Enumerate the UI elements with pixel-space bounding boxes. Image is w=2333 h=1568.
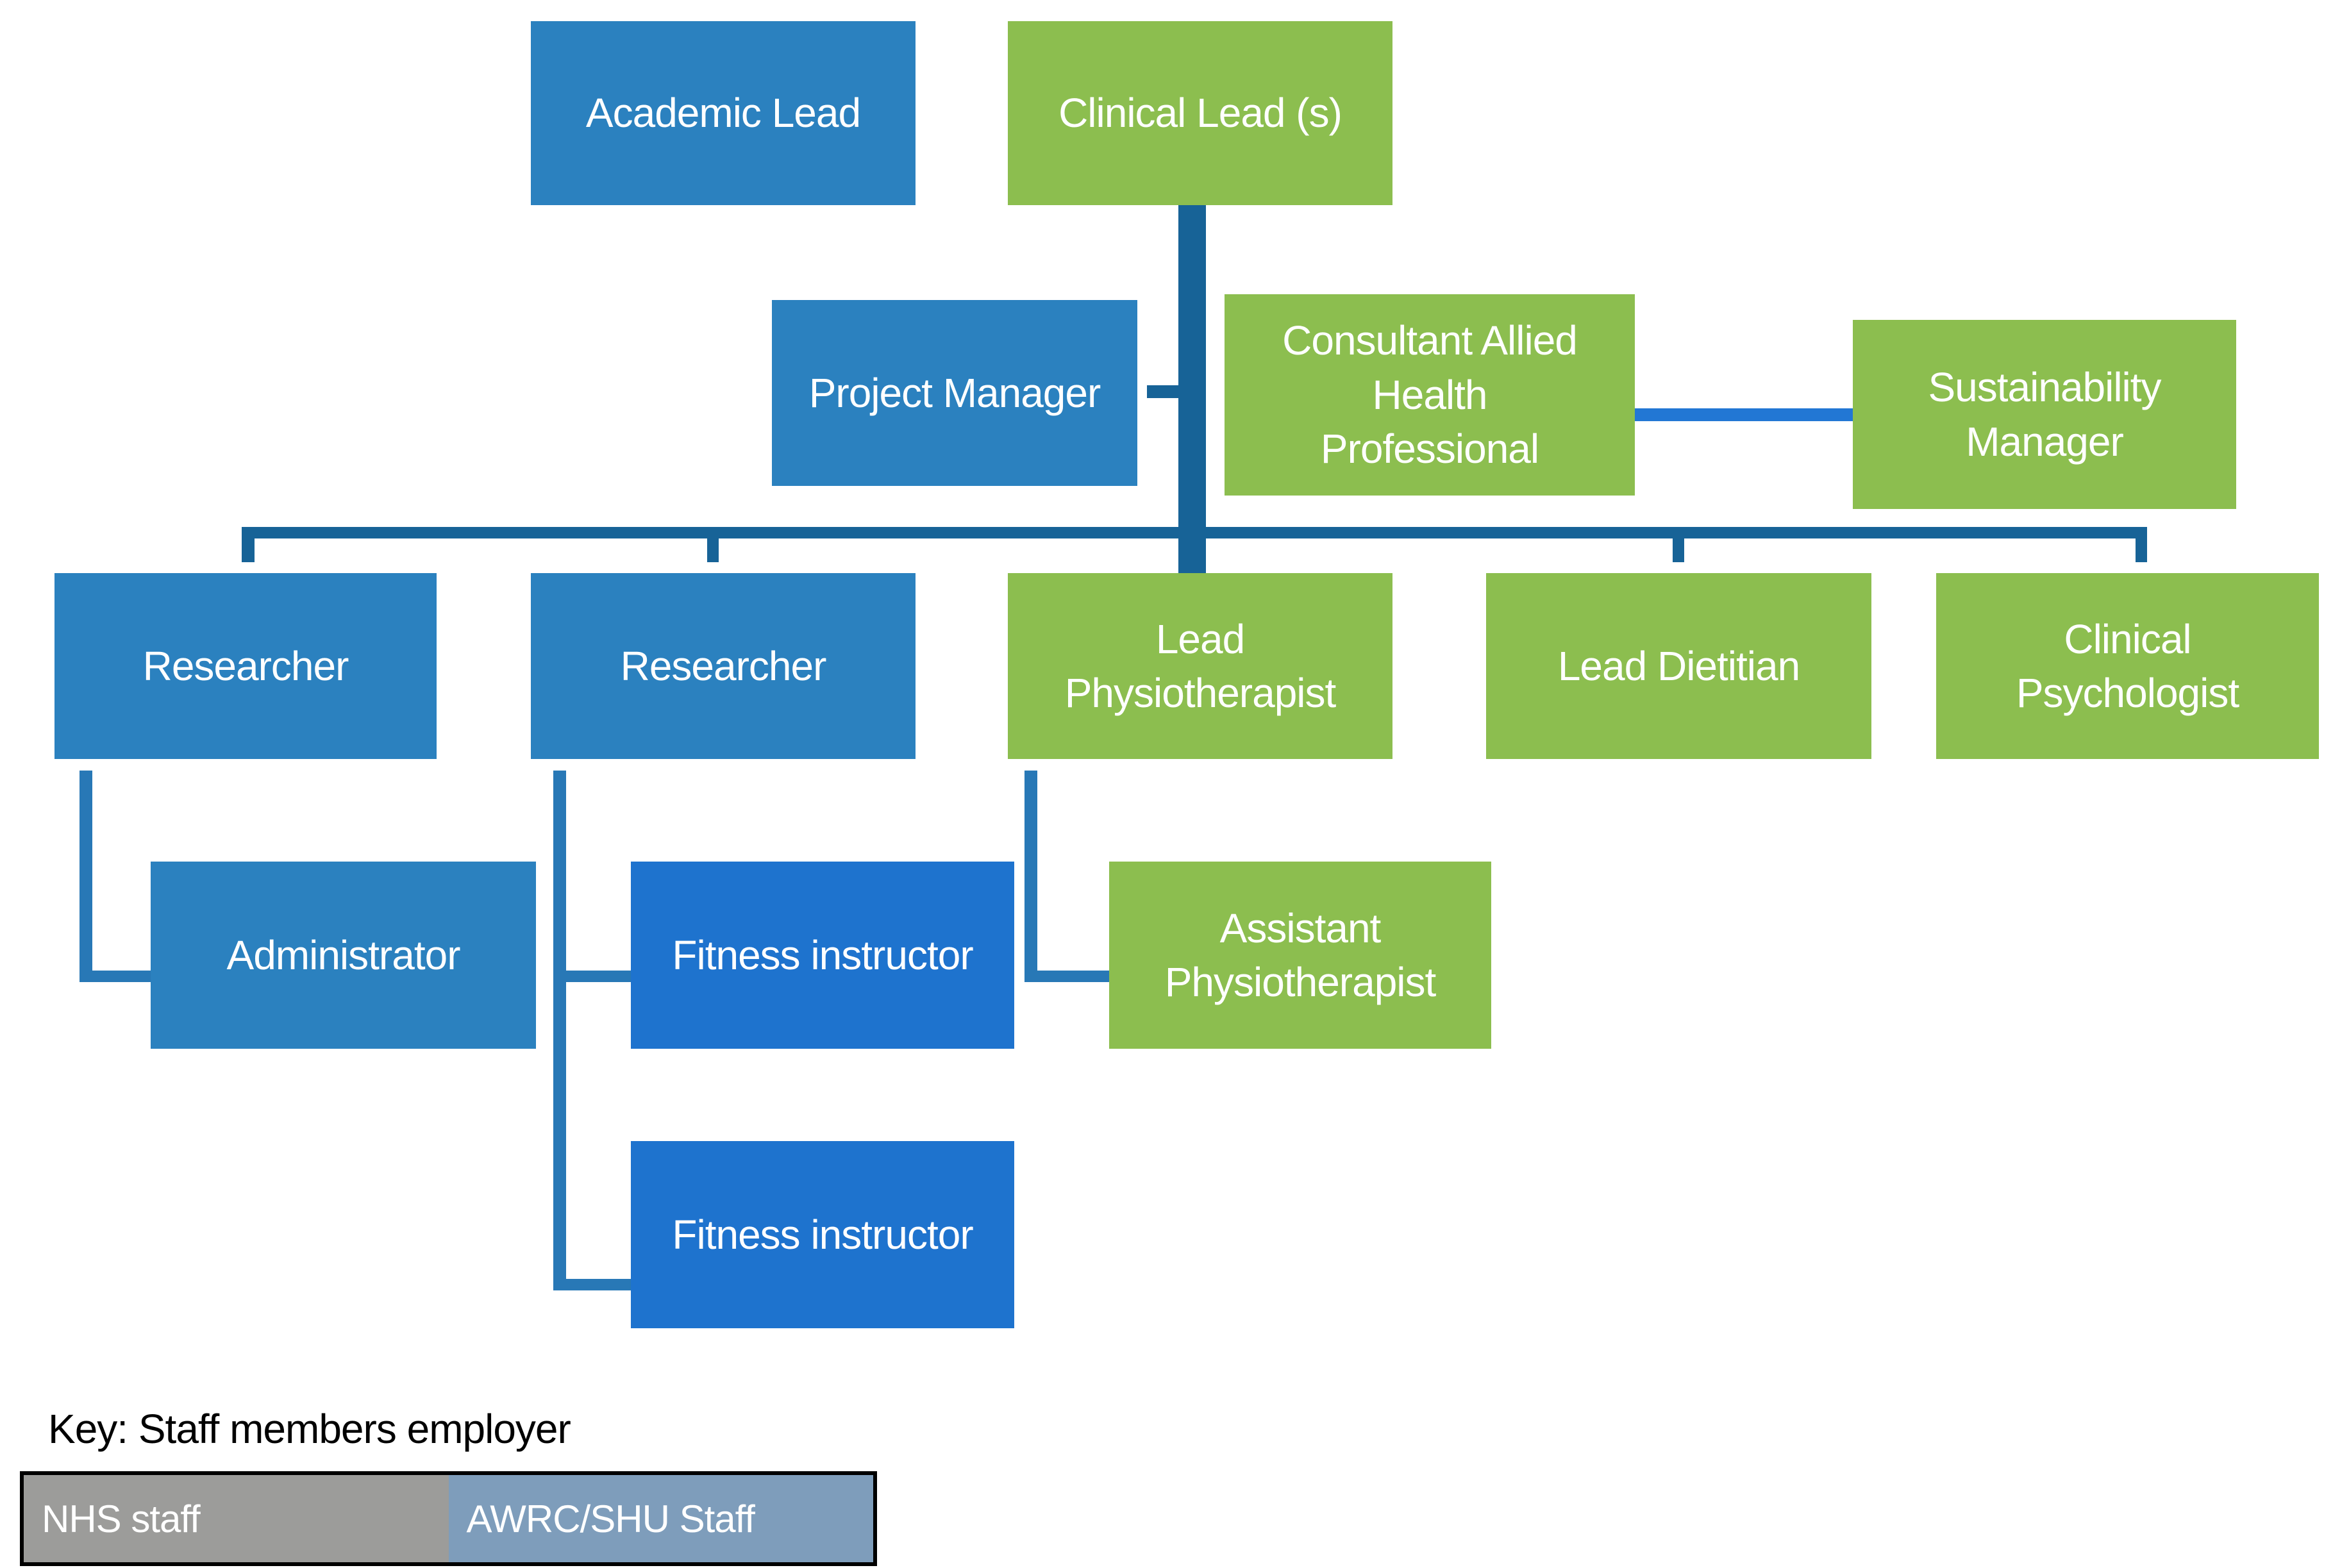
node-consultant-allied-health-professional: Consultant Allied Health Professional <box>1225 294 1635 496</box>
node-sustainability-manager: Sustainability Manager <box>1853 320 2236 509</box>
connector-main-horizontal-bar <box>242 527 2147 538</box>
connector-drop-clinical-psychologist <box>2136 527 2147 562</box>
node-label: Clinical Psychologist <box>2016 615 2239 716</box>
key-cell-label: AWRC/SHU Staff <box>466 1497 755 1540</box>
connector-researcher2-elbow-vertical <box>553 771 566 1290</box>
connector-leadphysio-to-assistant <box>1024 971 1109 982</box>
node-academic-lead: Academic Lead <box>531 21 916 205</box>
node-label: Academic Lead <box>585 90 861 137</box>
connector-leadphysio-elbow-vertical <box>1024 771 1037 982</box>
node-label: Lead Dietitian <box>1557 642 1800 689</box>
key-title: Key: Staff members employer <box>48 1406 571 1452</box>
node-label: Researcher <box>142 642 349 689</box>
key-cell-awrc-shu-staff: AWRC/SHU Staff <box>448 1475 873 1562</box>
key-cell-nhs-staff: NHS staff <box>24 1475 449 1562</box>
node-administrator: Administrator <box>151 862 536 1049</box>
node-label: Clinical Lead (s) <box>1058 90 1342 137</box>
connector-project-manager-stub <box>1147 385 1180 398</box>
node-label: Fitness instructor <box>672 1211 973 1258</box>
node-label: Lead Physiotherapist <box>1064 615 1337 716</box>
node-label: Project Manager <box>808 369 1101 416</box>
connector-researcher2-to-fitness1 <box>553 971 631 982</box>
connector-clinical-lead-trunk <box>1178 202 1206 573</box>
connector-drop-lead-dietitian <box>1673 538 1684 562</box>
connector-consultant-to-sustainability <box>1635 408 1853 421</box>
node-clinical-lead: Clinical Lead (s) <box>1008 21 1392 205</box>
node-label: Consultant Allied Health Professional <box>1282 317 1578 472</box>
node-label: Assistant Physiotherapist <box>1164 905 1437 1005</box>
node-label: Sustainability Manager <box>1928 364 2161 465</box>
node-fitness-instructor-2: Fitness instructor <box>631 1141 1014 1328</box>
key-cell-label: NHS staff <box>42 1497 201 1540</box>
connector-drop-researcher-2 <box>707 538 719 562</box>
connector-researcher2-to-fitness2 <box>553 1279 631 1290</box>
node-fitness-instructor-1: Fitness instructor <box>631 862 1014 1049</box>
node-assistant-physiotherapist: Assistant Physiotherapist <box>1109 862 1491 1049</box>
key-legend-table: NHS staff AWRC/SHU Staff <box>20 1471 877 1566</box>
connector-drop-researcher-1 <box>242 527 255 562</box>
node-label: Fitness instructor <box>672 931 973 978</box>
node-label: Administrator <box>226 931 461 978</box>
node-researcher-2: Researcher <box>531 573 916 759</box>
node-project-manager: Project Manager <box>772 300 1137 486</box>
node-researcher-1: Researcher <box>54 573 437 759</box>
node-lead-physiotherapist: Lead Physiotherapist <box>1008 573 1392 759</box>
connector-researcher1-elbow-horizontal <box>79 971 151 982</box>
node-lead-dietitian: Lead Dietitian <box>1486 573 1871 759</box>
connector-researcher1-elbow-vertical <box>79 771 92 982</box>
node-label: Researcher <box>620 642 827 689</box>
node-clinical-psychologist: Clinical Psychologist <box>1936 573 2319 759</box>
